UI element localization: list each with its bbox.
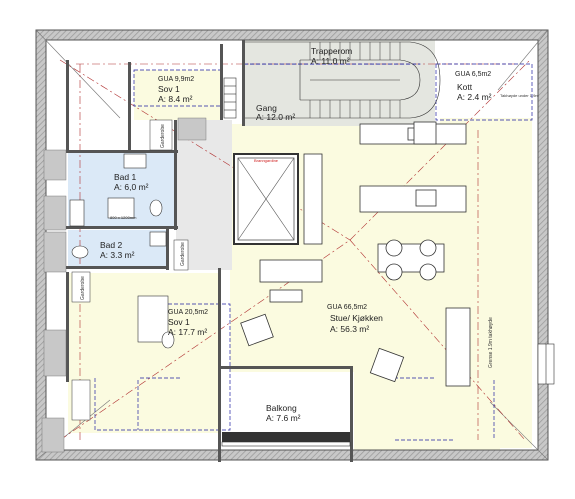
- garderobe-top-label: Garderobe: [160, 124, 166, 148]
- stue-gua: GUA 66,5m2: [327, 304, 368, 311]
- garderobe-mid-label: Garderobe: [180, 242, 186, 266]
- bad1-name: Bad 1: [114, 172, 137, 182]
- sov1-top-name: Sov 1: [158, 84, 180, 94]
- gang-name: Gang: [256, 103, 277, 113]
- kitchen: [303, 121, 467, 245]
- balkong-area: A: 7.6 m²: [266, 413, 301, 423]
- bad1-area: A: 6,0 m²: [114, 182, 149, 192]
- gang-area: A: 12.0 m²: [256, 112, 296, 122]
- stue-area: A: 56.3 m²: [330, 324, 370, 334]
- light-walls: [41, 117, 207, 453]
- kott-name: Kott: [457, 82, 473, 92]
- branngardine-label: Branngardine: [254, 158, 279, 163]
- balkong-railing: [221, 432, 351, 447]
- shaft: [233, 153, 299, 245]
- stairs: [223, 41, 441, 119]
- wardrobes: [71, 119, 189, 421]
- stair-floor: [243, 40, 435, 126]
- sov1-top-gua: GUA 9,9m2: [158, 76, 195, 83]
- dusj-note: 800 x 1200mm: [110, 215, 137, 220]
- balkong-name: Balkong: [266, 403, 297, 413]
- bad2-name: Bad 2: [100, 240, 123, 250]
- kott-gua: GUA 6,5m2: [455, 71, 492, 78]
- stue-name: Stue/ Kjøkken: [330, 313, 383, 323]
- sov1-top-area: A: 8.4 m²: [158, 94, 193, 104]
- sov1-bottom-gua: GUA 20,5m2: [168, 309, 209, 316]
- bath-fixtures: [69, 153, 175, 349]
- trapperom-name: Trapperom: [311, 46, 353, 56]
- trapperom-area: A: 11.0 m²: [311, 56, 350, 66]
- sov1-top-floor: [134, 70, 220, 120]
- bad2-area: A: 3.3 m²: [100, 250, 135, 260]
- sov1-bottom-area: A: 17.7 m²: [168, 327, 208, 337]
- right-window: [537, 343, 555, 385]
- balkong-floor: [222, 372, 354, 462]
- interior-walls: [66, 40, 353, 462]
- kott-note: Takhøyde under 1.9m: [500, 93, 539, 98]
- stue-floor-right: [440, 118, 532, 448]
- takhoyde-line-label: Grense 1.9m takhøyde: [488, 317, 494, 368]
- garderobe-bottom-label: Garderobe: [80, 276, 86, 300]
- sov1-bottom-name: Sov 1: [168, 317, 190, 327]
- dining: [377, 239, 445, 281]
- kott-area: A: 2.4 m²: [457, 92, 492, 102]
- living-furniture: [240, 259, 471, 387]
